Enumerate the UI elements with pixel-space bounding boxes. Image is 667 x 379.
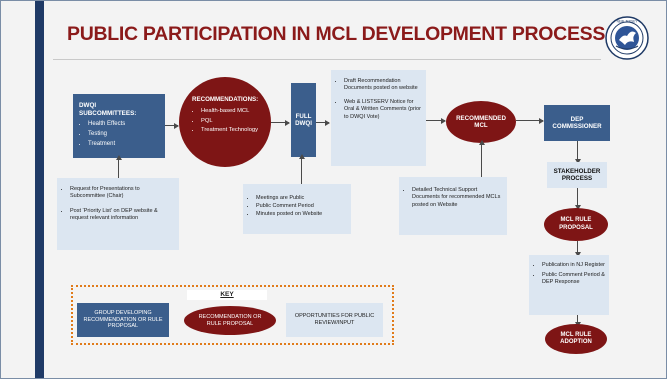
publication-box: Publication in NJ Register Public Commen… bbox=[529, 255, 609, 315]
draft-docs-item: Draft Recommendation Documents posted on… bbox=[344, 78, 422, 93]
detailed-box: Detailed Technical Support Documents for… bbox=[399, 177, 507, 235]
seal-ring-text: NEW JERSEY bbox=[617, 19, 639, 23]
arrow-full-to-draft bbox=[316, 119, 330, 126]
arrow-proposal-to-publication bbox=[574, 241, 581, 257]
arrow-request-to-sub bbox=[115, 155, 122, 178]
recommendation-item: PQL bbox=[201, 118, 271, 125]
meetings-box: Meetings are Public Public Comment Perio… bbox=[243, 184, 351, 234]
key-group-swatch: GROUP DEVELOPING RECOMMENDATION OR RULE … bbox=[77, 303, 169, 337]
arrow-dep-to-stakeholder bbox=[574, 141, 581, 164]
page-title: PUBLIC PARTICIPATION IN MCL DEVELOPMENT … bbox=[67, 23, 606, 45]
recommended-mcl-label: RECOMMENDED MCL bbox=[456, 114, 506, 130]
mcl-rule-proposal-ellipse: MCL RULE PROPOSAL bbox=[544, 208, 608, 241]
subcommittee-item: Health Effects bbox=[88, 121, 165, 129]
draft-docs-box: Draft Recommendation Documents posted on… bbox=[331, 70, 426, 166]
arrow-meetings-to-full bbox=[298, 154, 305, 184]
subcommittee-item: Treatment bbox=[88, 141, 165, 149]
arrow-sub-to-rec bbox=[165, 122, 179, 129]
nj-seal-icon: NEW JERSEY bbox=[605, 16, 649, 60]
mcl-rule-adoption-label: MCL RULE ADOPTION bbox=[560, 331, 592, 345]
meetings-item: Public Comment Period bbox=[256, 203, 347, 210]
title-divider bbox=[53, 59, 601, 60]
dep-commissioner-label: DEP COMMISSIONER bbox=[552, 115, 602, 131]
dwqi-subcommittees-box: DWQI SUBCOMMITTEES: Health Effects Testi… bbox=[73, 94, 165, 158]
arrow-detailed-to-recmcl bbox=[478, 140, 485, 177]
full-dwqi-box: FULL DWQI bbox=[291, 83, 316, 157]
draft-docs-item: Web & LISTSERV Notice for Oral & Written… bbox=[344, 99, 422, 121]
publication-item: Public Comment Period & DEP Response bbox=[542, 272, 606, 287]
recommendations-circle: RECOMMENDATIONS: Health-based MCL PQL Tr… bbox=[179, 77, 271, 167]
request-item: Post ‘Priority List’ on DEP website & re… bbox=[70, 208, 175, 223]
detailed-item: Detailed Technical Support Documents for… bbox=[412, 187, 503, 209]
request-box: Request for Presentations to Subcommitte… bbox=[57, 178, 179, 250]
full-dwqi-label: FULL DWQI bbox=[295, 112, 312, 128]
key-group-label: GROUP DEVELOPING RECOMMENDATION OR RULE … bbox=[83, 309, 163, 330]
recommendations-title: RECOMMENDATIONS: bbox=[192, 96, 259, 103]
mcl-rule-adoption-ellipse: MCL RULE ADOPTION bbox=[545, 324, 607, 354]
key-recommendation-label: RECOMMENDATION OR RULE PROPOSAL bbox=[198, 313, 262, 327]
arrow-draft-to-recmcl bbox=[426, 117, 446, 124]
request-item: Request for Presentations to Subcommitte… bbox=[70, 186, 175, 201]
recommendation-item: Treatment Technology bbox=[201, 127, 271, 134]
arrow-publication-to-adoption bbox=[574, 315, 581, 327]
publication-item: Publication in NJ Register bbox=[542, 262, 606, 269]
stakeholder-label: STAKEHOLDER PROCESS bbox=[553, 167, 601, 183]
stakeholder-box: STAKEHOLDER PROCESS bbox=[547, 162, 607, 188]
dwqi-subcommittees-title: DWQI SUBCOMMITTEES: bbox=[79, 102, 137, 117]
recommended-mcl-ellipse: RECOMMENDED MCL bbox=[446, 101, 516, 143]
arrow-recmcl-to-dep bbox=[516, 117, 544, 124]
arrow-rec-to-full bbox=[271, 119, 290, 126]
meetings-item: Meetings are Public bbox=[256, 195, 347, 202]
meetings-item: Minutes posted on Website bbox=[256, 211, 347, 218]
mcl-rule-proposal-label: MCL RULE PROPOSAL bbox=[559, 217, 593, 231]
recommendation-item: Health-based MCL bbox=[201, 108, 271, 115]
key-recommendation-swatch: RECOMMENDATION OR RULE PROPOSAL bbox=[184, 306, 276, 335]
key-title: KEY bbox=[187, 290, 267, 300]
key-opportunity-swatch: OPPORTUNITIES FOR PUBLIC REVIEW/INPUT bbox=[286, 303, 383, 337]
key-legend-frame bbox=[71, 285, 394, 345]
arrow-stakeholder-to-proposal bbox=[574, 188, 581, 210]
left-accent-bar bbox=[35, 1, 44, 378]
key-opportunity-label: OPPORTUNITIES FOR PUBLIC REVIEW/INPUT bbox=[294, 313, 375, 326]
dep-commissioner-box: DEP COMMISSIONER bbox=[544, 105, 610, 141]
subcommittee-item: Testing bbox=[88, 131, 165, 139]
